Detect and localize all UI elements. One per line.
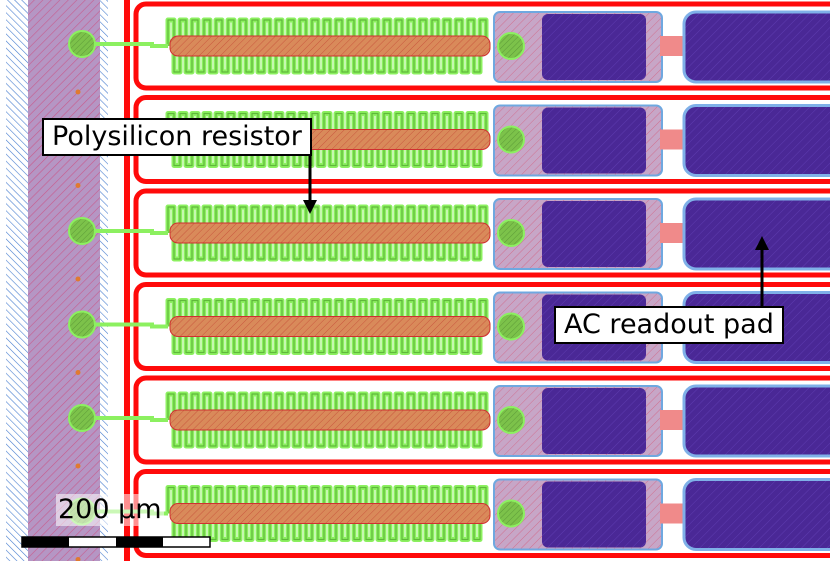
pad-connector — [660, 410, 684, 430]
dc-pad — [542, 481, 646, 548]
ac-readout-pad — [682, 10, 830, 84]
rail-marker-dot — [75, 463, 81, 469]
rail-marker-dot — [75, 557, 81, 561]
rail-marker-dot — [75, 370, 81, 375]
strip-contact-via — [497, 219, 525, 247]
rail-link — [84, 322, 168, 329]
bias-rail — [28, 0, 100, 561]
implant-strip-edge — [169, 35, 491, 57]
strip-6 — [68, 469, 830, 561]
polysilicon-resistor-edge — [167, 486, 487, 541]
implant-strip-edge — [169, 503, 491, 524]
implant-strip-edge — [169, 316, 491, 337]
bias-ring-outer — [124, 0, 130, 561]
implant-strip — [170, 316, 490, 337]
scale-bar-label: 200 µm — [56, 494, 164, 526]
implant-strip — [170, 36, 490, 56]
bias-contact-via — [68, 310, 96, 339]
rail-marker-dot — [75, 183, 81, 188]
rail-link — [84, 416, 168, 422]
implant-strip-edge — [169, 409, 491, 431]
dc-pad — [542, 201, 646, 267]
strip-1 — [68, 1, 830, 95]
rail-marker-dot — [75, 276, 81, 282]
polysilicon-resistor-edge — [167, 19, 487, 73]
bias-contact-via — [68, 404, 96, 432]
implant-strip — [170, 223, 490, 243]
strip-5 — [68, 375, 830, 469]
rail-link — [84, 42, 168, 48]
pad-connector — [660, 129, 684, 150]
arrow-icon — [303, 156, 317, 214]
dc-pad — [542, 107, 646, 174]
dc-pad — [542, 14, 646, 80]
polysilicon-resistor-edge — [167, 299, 487, 354]
strip-contact-via — [497, 125, 525, 154]
ac-readout-pad-callout: AC readout pad — [554, 306, 784, 344]
arrow-icon — [755, 236, 769, 306]
strip-array — [68, 1, 830, 561]
ac-readout-pad — [682, 478, 830, 551]
left-guard-region — [6, 0, 28, 561]
polysilicon-resistor-edge — [167, 206, 487, 260]
implant-strip-edge — [169, 222, 491, 244]
pad-connector — [660, 36, 684, 56]
polysilicon-resistor-callout: Polysilicon resistor — [42, 118, 312, 156]
strip-contact-via — [497, 406, 525, 434]
dc-pad — [542, 388, 646, 454]
ac-readout-pad — [682, 104, 830, 177]
strip-contact-via — [497, 312, 525, 341]
bias-contact-via — [68, 30, 96, 58]
bias-rail-edge — [100, 0, 108, 561]
polysilicon-resistor-edge — [167, 393, 487, 447]
strip-3 — [68, 188, 830, 282]
implant-strip — [170, 503, 490, 524]
scale-bar — [21, 536, 211, 548]
pad-connector — [660, 223, 684, 243]
strip-contact-via — [497, 499, 525, 528]
pad-connector — [660, 503, 684, 524]
rail-link — [84, 229, 168, 235]
implant-strip — [170, 410, 490, 430]
bias-contact-via — [68, 217, 96, 245]
strip-contact-via — [497, 32, 525, 60]
ac-readout-pad — [682, 384, 830, 458]
rail-marker-dot — [75, 89, 81, 95]
ac-readout-pad — [682, 197, 830, 271]
